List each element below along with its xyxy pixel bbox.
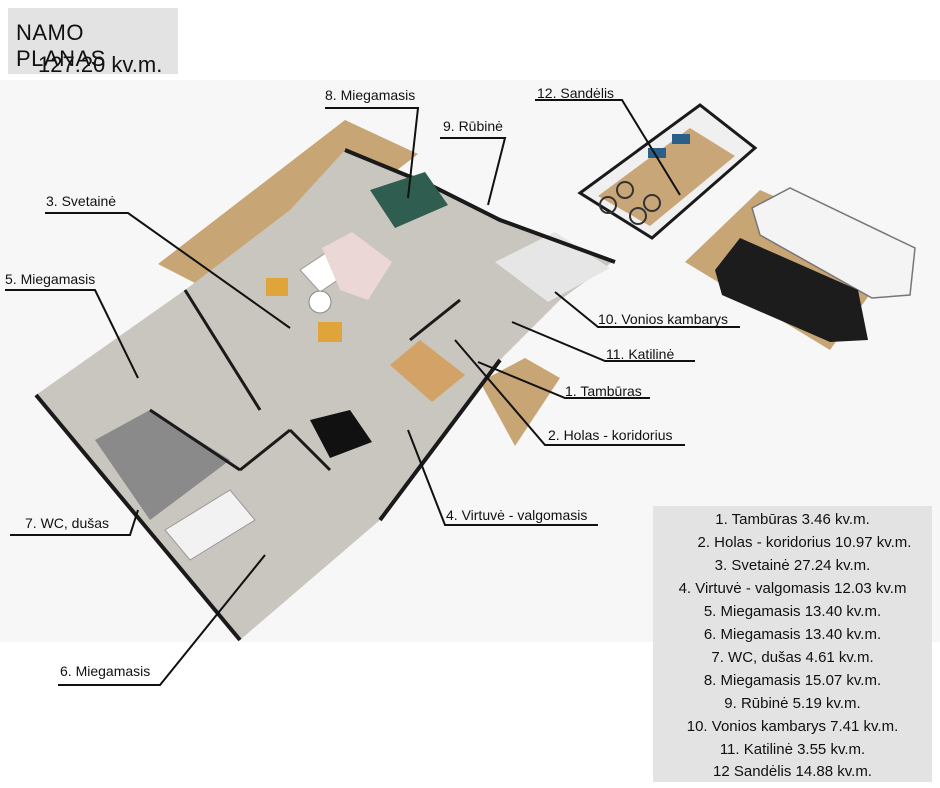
dining-table — [310, 410, 372, 458]
label-storage-12: 12. Sandėlis — [537, 85, 615, 101]
leader-6 — [58, 554, 266, 686]
plan-total-area: 127.20 kv.m. — [38, 52, 163, 77]
leader-4 — [407, 429, 598, 526]
wall-dining — [288, 428, 332, 472]
wc-shower-tiles — [95, 410, 230, 520]
kitchen-counter — [390, 340, 465, 402]
leader-12 — [535, 99, 681, 196]
leader-7 — [10, 509, 139, 536]
label-bedroom-6: 6. Miegamasis — [60, 663, 151, 679]
plan-title: NAMO PLANAS — [16, 20, 106, 71]
label-wc-7: 7. WC, dušas — [25, 515, 110, 531]
label-bedroom-5: 5. Miegamasis — [5, 271, 96, 287]
label-wardrobe-9: 9. Rūbinė — [443, 118, 503, 134]
storage-floor — [598, 128, 735, 226]
black-car — [715, 238, 868, 342]
wall-hall — [409, 298, 461, 342]
white-car — [751, 187, 916, 299]
label-hall-2: 2. Holas - koridorius — [548, 427, 673, 443]
leader-10 — [554, 291, 740, 328]
title-box: NAMO PLANAS 127.20 kv.m. — [8, 8, 178, 77]
legend-row: 8. Miegamasis 15.07 kv.m. — [703, 672, 882, 689]
legend-row: 11. Katilinė 3.55 kv.m. — [719, 741, 866, 758]
label-living-3: 3. Svetainė — [46, 193, 117, 209]
legend-row: 4. Virtuvė - valgomasis 12.03 kv.m — [678, 580, 907, 597]
legend-row: 2. Holas - koridorius 10.97 kv.m. — [697, 534, 912, 551]
leader-9 — [440, 137, 507, 206]
leader-8 — [325, 107, 420, 199]
exterior-wall-southwest — [34, 393, 242, 642]
legend-row: 5. Miegamasis 13.40 kv.m. — [703, 603, 882, 620]
wall-living-bedroom5 — [183, 289, 262, 411]
leader-1 — [477, 361, 650, 399]
label-bedroom-8: 8. Miegamasis — [325, 87, 416, 103]
leader-3 — [45, 212, 291, 329]
legend-row: 7. WC, dušas 4.61 kv.m. — [711, 649, 874, 666]
armchair-left — [266, 278, 288, 296]
coffee-table — [308, 290, 332, 314]
label-bathroom-10: 10. Vonios kambarys — [598, 311, 728, 327]
armchair-right — [318, 322, 342, 342]
bike-wheel — [643, 194, 661, 212]
legend-row: 10. Vonios kambarys 7.41 kv.m. — [686, 718, 899, 735]
house-floor — [36, 150, 615, 640]
bedroom8-bed — [370, 172, 448, 228]
label-vestibule-1: 1. Tambūras — [565, 383, 642, 399]
bedroom6-bed — [164, 489, 256, 561]
label-kitchen-4: 4. Virtuvė - valgomasis — [446, 507, 588, 523]
legend-row: 9. Rūbinė 5.19 kv.m. — [724, 695, 861, 712]
wall-bedroom6 — [239, 428, 291, 472]
label-boiler-11: 11. Katilinė — [606, 346, 675, 362]
bike-wheel — [616, 181, 634, 199]
exterior-wall-northeast — [344, 148, 616, 264]
wall-wc — [149, 408, 241, 472]
area-legend: 1. Tambūras 3.46 kv.m. 2. Holas - korido… — [653, 506, 932, 782]
exterior-wall-east — [378, 358, 502, 522]
legend-row: 1. Tambūras 3.46 kv.m. — [715, 511, 870, 528]
legend-row: 3. Svetainė 27.24 kv.m. — [714, 557, 871, 574]
entrance-deck — [480, 358, 560, 446]
leader-5 — [5, 289, 139, 379]
leader-2 — [454, 339, 685, 446]
bike-wheel — [629, 207, 647, 225]
storage-box — [648, 148, 666, 158]
leader-11 — [511, 321, 695, 362]
sofa — [322, 232, 392, 300]
legend-row: 6. Miegamasis 13.40 kv.m. — [703, 626, 882, 643]
bike-wheel — [599, 196, 617, 214]
storage-box — [672, 134, 690, 144]
legend-row: 12 Sandėlis 14.88 kv.m. — [713, 763, 872, 780]
